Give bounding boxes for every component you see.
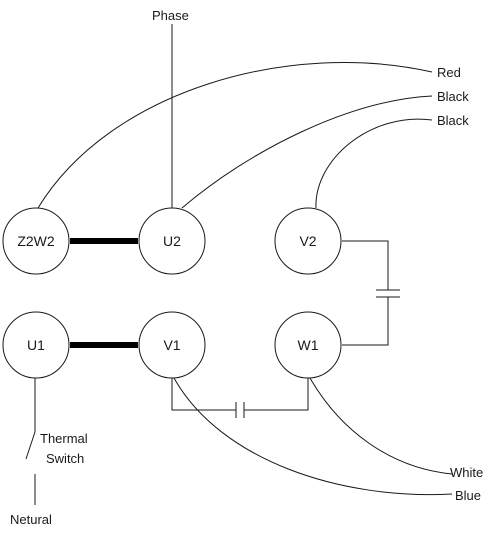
terminal-u1: U1 [2,311,70,379]
terminal-v1: V1 [138,311,206,379]
terminal-label-u1: U1 [27,337,45,353]
cap-wire-v1 [171,378,236,411]
blue-label: Blue [455,488,481,503]
terminal-z2w2: Z2W2 [2,207,70,275]
blue-wire [173,377,453,496]
red-wire [37,62,433,209]
white-wire [309,377,453,475]
red-label: Red [437,65,461,80]
cap-wire-w1 [342,297,389,346]
neutral-label: Netural [10,512,52,527]
cap-wire-w1-lower [244,378,309,411]
black-label-2: Black [437,113,469,128]
white-label: White [450,465,483,480]
thermal-switch-label-2: Switch [46,451,84,466]
terminal-label-w1: W1 [298,337,319,353]
thermal-switch-label-1: Thermal [40,431,88,446]
black-wire-1 [181,95,433,209]
phase-label: Phase [152,8,189,23]
cap-wire-v2 [342,240,389,290]
terminal-w1: W1 [274,311,342,379]
terminal-u2: U2 [138,207,206,275]
terminal-label-u2: U2 [163,233,181,249]
terminal-label-z2w2: Z2W2 [17,233,55,249]
thermal-switch-blade [25,431,36,460]
terminal-label-v2: V2 [299,233,316,249]
black-wire-2 [315,118,433,209]
terminal-label-v1: V1 [163,337,180,353]
black-label-1: Black [437,89,469,104]
terminal-v2: V2 [274,207,342,275]
